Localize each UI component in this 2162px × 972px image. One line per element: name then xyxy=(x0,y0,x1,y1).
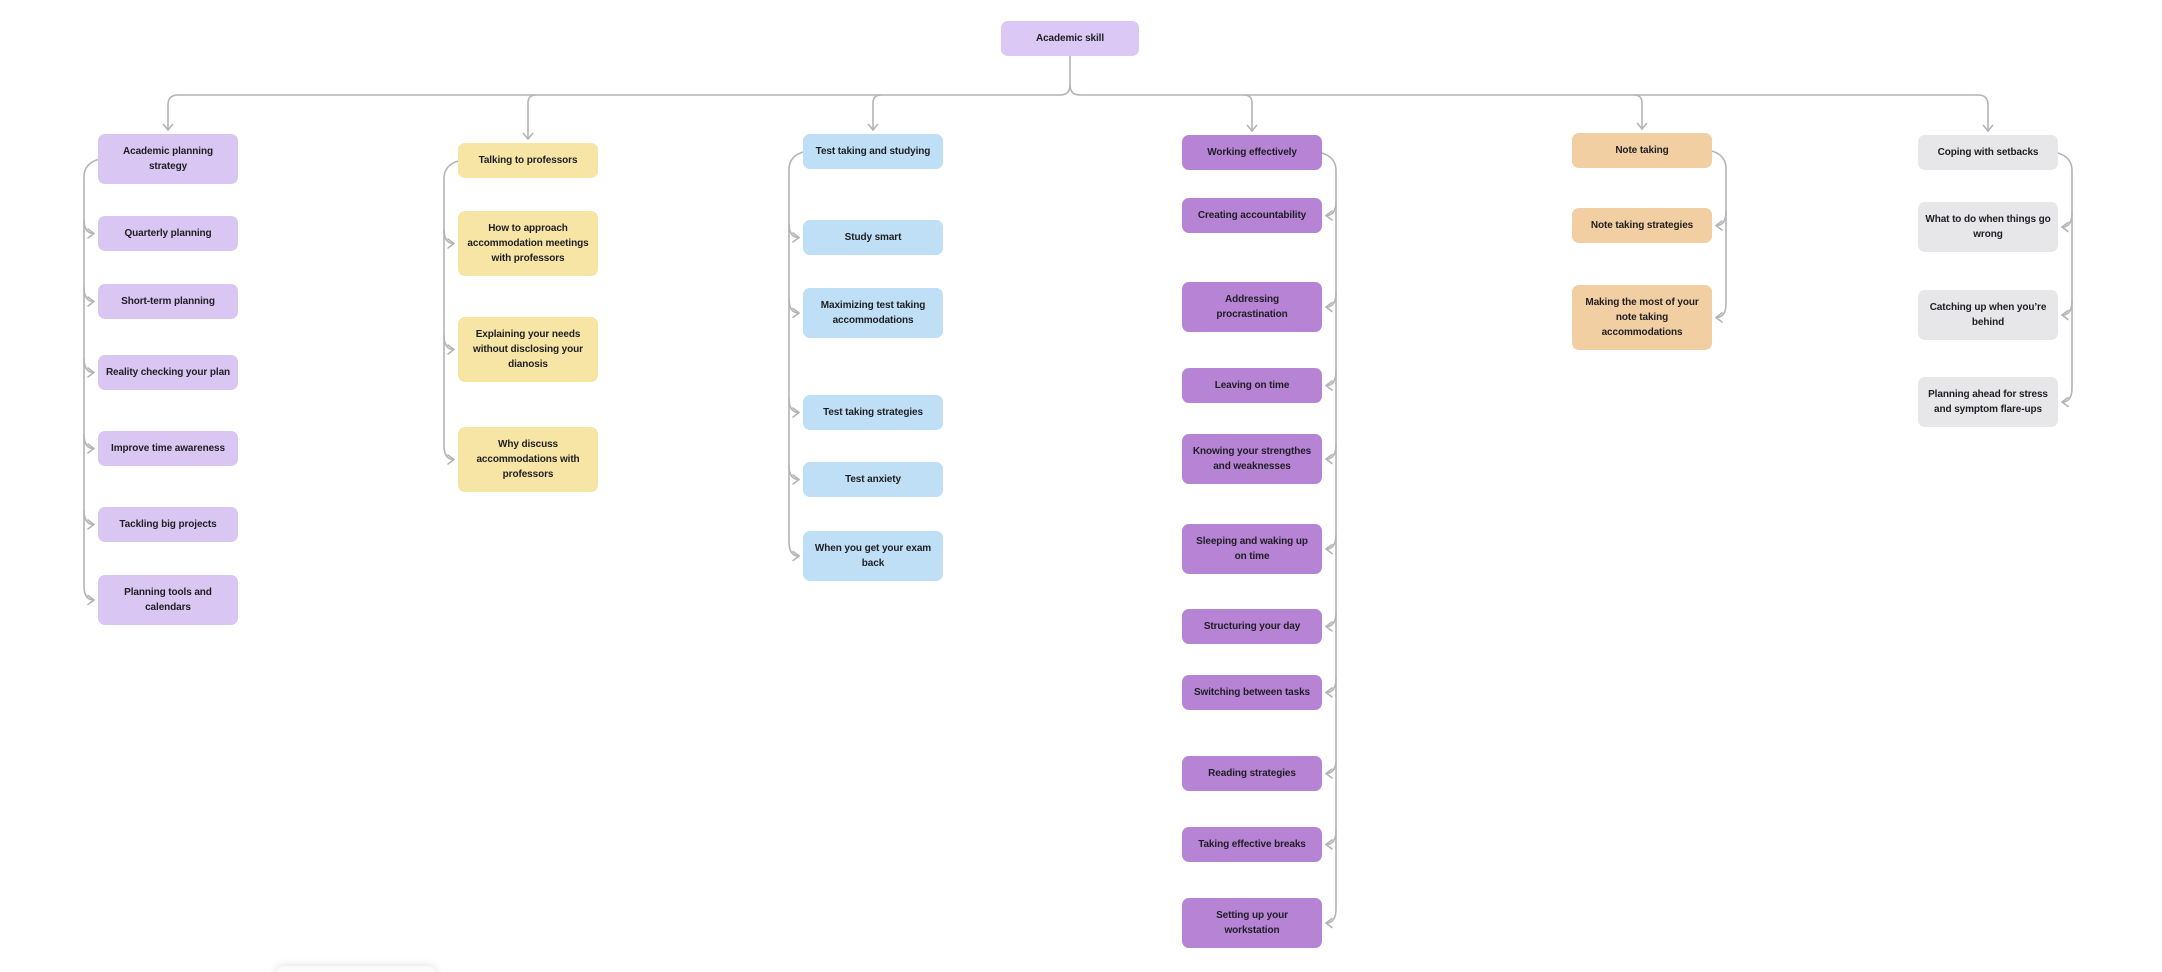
node-reality-checking-your-plan[interactable]: Reality checking your plan xyxy=(98,355,238,390)
node-reading-strategies[interactable]: Reading strategies xyxy=(1182,756,1322,791)
node-test-anxiety[interactable]: Test anxiety xyxy=(803,462,943,497)
node-structuring-your-day[interactable]: Structuring your day xyxy=(1182,609,1322,644)
node-talking-to-professors[interactable]: Talking to professors xyxy=(458,143,598,178)
node-quarterly-planning[interactable]: Quarterly planning xyxy=(98,216,238,251)
node-test-taking-and-studying[interactable]: Test taking and studying xyxy=(803,134,943,169)
node-maximizing-test-taking-accommodations[interactable]: Maximizing test taking accommodations xyxy=(803,288,943,338)
node-why-discuss-accommodations-with-professors[interactable]: Why discuss accommodations with professo… xyxy=(458,427,598,492)
node-catching-up-when-you-re-behind[interactable]: Catching up when you’re behind xyxy=(1918,290,2058,340)
node-creating-accountability[interactable]: Creating accountability xyxy=(1182,198,1322,233)
node-what-to-do-when-things-go-wrong[interactable]: What to do when things go wrong xyxy=(1918,202,2058,252)
node-coping-with-setbacks[interactable]: Coping with setbacks xyxy=(1918,135,2058,170)
node-knowing-your-strengthes-and-weaknesses[interactable]: Knowing your strengthes and weaknesses xyxy=(1182,434,1322,484)
node-setting-up-your-workstation[interactable]: Setting up your workstation xyxy=(1182,898,1322,948)
node-short-term-planning[interactable]: Short-term planning xyxy=(98,284,238,319)
node-planning-tools-and-calendars[interactable]: Planning tools and calendars xyxy=(98,575,238,625)
node-tackling-big-projects[interactable]: Tackling big projects xyxy=(98,507,238,542)
node-improve-time-awareness[interactable]: Improve time awareness xyxy=(98,431,238,466)
node-taking-effective-breaks[interactable]: Taking effective breaks xyxy=(1182,827,1322,862)
node-making-the-most-of-your-note-taking-accommodations[interactable]: Making the most of your note taking acco… xyxy=(1572,285,1712,350)
node-working-effectively[interactable]: Working effectively xyxy=(1182,135,1322,170)
node-addressing-procrastination[interactable]: Addressing procrastination xyxy=(1182,282,1322,332)
node-academic-skill[interactable]: Academic skill xyxy=(1001,21,1139,56)
node-switching-between-tasks[interactable]: Switching between tasks xyxy=(1182,675,1322,710)
node-leaving-on-time[interactable]: Leaving on time xyxy=(1182,368,1322,403)
node-sleeping-and-waking-up-on-time[interactable]: Sleeping and waking up on time xyxy=(1182,524,1322,574)
bottom-edge-cutoff-element xyxy=(276,966,436,972)
node-note-taking-strategies[interactable]: Note taking strategies xyxy=(1572,208,1712,243)
node-study-smart[interactable]: Study smart xyxy=(803,220,943,255)
node-planning-ahead-for-stress-and-symptom-flare-ups[interactable]: Planning ahead for stress and symptom fl… xyxy=(1918,377,2058,427)
node-when-you-get-your-exam-back[interactable]: When you get your exam back xyxy=(803,531,943,581)
node-note-taking[interactable]: Note taking xyxy=(1572,133,1712,168)
node-explaining-your-needs-without-disclosing-your-dianosis[interactable]: Explaining your needs without disclosing… xyxy=(458,317,598,382)
node-test-taking-strategies[interactable]: Test taking strategies xyxy=(803,395,943,430)
node-how-to-approach-accommodation-meetings-with-professors[interactable]: How to approach accommodation meetings w… xyxy=(458,211,598,276)
node-academic-planning-strategy[interactable]: Academic planning strategy xyxy=(98,134,238,184)
